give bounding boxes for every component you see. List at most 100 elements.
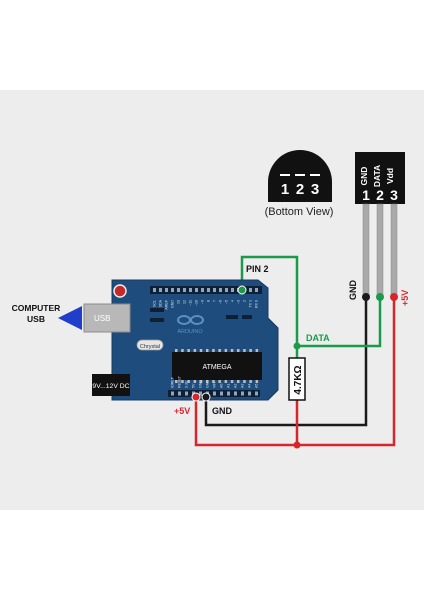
sensor-vcc-label: +5V bbox=[400, 290, 410, 306]
header-pin bbox=[199, 391, 202, 396]
chip-pin bbox=[187, 380, 190, 383]
header-pin bbox=[225, 288, 228, 292]
arduino-logo-right bbox=[190, 315, 204, 325]
computer-usb-label-line1: COMPUTER bbox=[12, 303, 61, 313]
bottom-header-label: A4 bbox=[248, 384, 252, 388]
pullup-resistor: 4.7KΩ bbox=[288, 357, 306, 401]
chip-pin bbox=[255, 349, 259, 352]
chip-pin bbox=[212, 349, 215, 352]
reset-button[interactable] bbox=[113, 284, 127, 298]
chip-pin bbox=[206, 349, 209, 352]
header-pin bbox=[178, 391, 181, 396]
chip-pin bbox=[199, 380, 203, 383]
chip-pin bbox=[249, 349, 252, 352]
sensor-pin-num-3: 3 bbox=[390, 187, 398, 203]
bottom-header-label: VIN bbox=[213, 382, 217, 388]
bottom-header-label: A2 bbox=[234, 384, 238, 388]
top-header-label: ~10 bbox=[195, 300, 199, 306]
chip-pin bbox=[199, 349, 203, 352]
vcc-junction-dot bbox=[293, 441, 301, 449]
header-pin bbox=[241, 391, 244, 396]
bottom-header-label: A3 bbox=[241, 384, 245, 388]
chip-pin bbox=[212, 380, 215, 383]
sensor-pin-name-vdd: Vdd bbox=[385, 168, 395, 184]
crystal-label: Chrystal bbox=[140, 344, 160, 350]
header-pin bbox=[219, 288, 222, 292]
sensor-gnd-dot bbox=[362, 293, 370, 301]
top-header-label: 7 bbox=[213, 300, 217, 302]
chip-pin bbox=[218, 349, 221, 352]
usb-arrow-icon bbox=[58, 306, 82, 330]
bottom-header-label: 3.3V bbox=[185, 380, 189, 388]
header-pin bbox=[249, 288, 252, 292]
chip-pin bbox=[230, 380, 234, 383]
data-wire-label: DATA bbox=[306, 333, 330, 343]
top-header-label: SDA bbox=[159, 299, 163, 307]
chip-pin bbox=[187, 349, 190, 352]
pin2-connection-dot bbox=[237, 285, 247, 295]
chip-pin bbox=[193, 349, 197, 352]
header-pin bbox=[153, 288, 156, 292]
bottom-pin-1: 1 bbox=[281, 181, 289, 198]
header-pin bbox=[201, 288, 204, 292]
sensor-lead-vdd bbox=[390, 203, 398, 297]
top-header-label: SCL bbox=[153, 300, 157, 307]
top-header-label: RX 0 bbox=[255, 300, 259, 308]
chip-pin bbox=[255, 380, 259, 383]
bottom-header-label: A0 bbox=[220, 384, 224, 388]
sensor-lead-gnd bbox=[362, 203, 370, 297]
chip-pin bbox=[230, 349, 234, 352]
top-header-label: ~11 bbox=[189, 300, 193, 306]
sensor-body bbox=[355, 152, 405, 204]
bottom-header-label: RESET bbox=[178, 375, 182, 388]
sensor-pin-name-gnd: GND bbox=[359, 167, 369, 186]
power-jack-label: 9V...12V DC bbox=[92, 383, 129, 390]
usb-port[interactable] bbox=[83, 303, 131, 333]
bottom-header-label: 5V bbox=[192, 383, 196, 388]
atmega-chip bbox=[172, 352, 262, 380]
power-jack[interactable] bbox=[92, 374, 130, 396]
header-pin bbox=[255, 288, 258, 292]
sensor-bottom-view: 1 2 3 (Bottom View) bbox=[265, 150, 334, 218]
sensor-pin-num-2: 2 bbox=[376, 187, 384, 203]
top-header-label: 4 bbox=[231, 300, 235, 302]
chip-pin bbox=[243, 349, 246, 352]
computer-usb-label-line2: USB bbox=[27, 314, 45, 324]
sensor-lead-data bbox=[376, 203, 384, 297]
header-pin bbox=[177, 288, 180, 292]
pin2-label: PIN 2 bbox=[246, 264, 269, 274]
sensor-pin-num-1: 1 bbox=[362, 187, 370, 203]
header-pin bbox=[183, 288, 186, 292]
sensor-front-view: GND DATA Vdd 1 2 3 bbox=[355, 152, 405, 297]
sensor-pin-name-data: DATA bbox=[372, 165, 382, 187]
top-header-label: 12 bbox=[183, 300, 187, 304]
top-header-label: ~3 bbox=[237, 300, 241, 304]
chip-pin bbox=[193, 380, 197, 383]
header-pin bbox=[171, 288, 174, 292]
chip-pin bbox=[175, 380, 178, 383]
header-pin bbox=[195, 288, 198, 292]
board-gnd-dot bbox=[201, 392, 211, 402]
header-pin bbox=[159, 288, 162, 292]
data-wire bbox=[240, 255, 382, 348]
top-header-label: GND bbox=[171, 300, 175, 308]
sensor-data-dot bbox=[376, 293, 384, 301]
chip-pin bbox=[237, 349, 240, 352]
header-pin bbox=[171, 391, 174, 396]
top-header-label: ~6 bbox=[219, 300, 223, 304]
header-pin bbox=[234, 391, 237, 396]
chip-pin bbox=[224, 349, 228, 352]
crystal bbox=[136, 339, 164, 351]
gnd-wire bbox=[204, 298, 368, 427]
small-component bbox=[150, 308, 164, 312]
top-header-label: ~9 bbox=[201, 300, 205, 304]
header-pin bbox=[227, 391, 230, 396]
top-header-label: AREF bbox=[165, 299, 169, 309]
resistor-label: 4.7KΩ bbox=[293, 365, 304, 394]
bottom-view-label: (Bottom View) bbox=[265, 206, 334, 218]
bottom-header-label: GND bbox=[206, 380, 210, 388]
header-pin bbox=[255, 391, 258, 396]
bottom-header-label: A5 bbox=[255, 384, 259, 388]
small-component bbox=[226, 315, 238, 319]
